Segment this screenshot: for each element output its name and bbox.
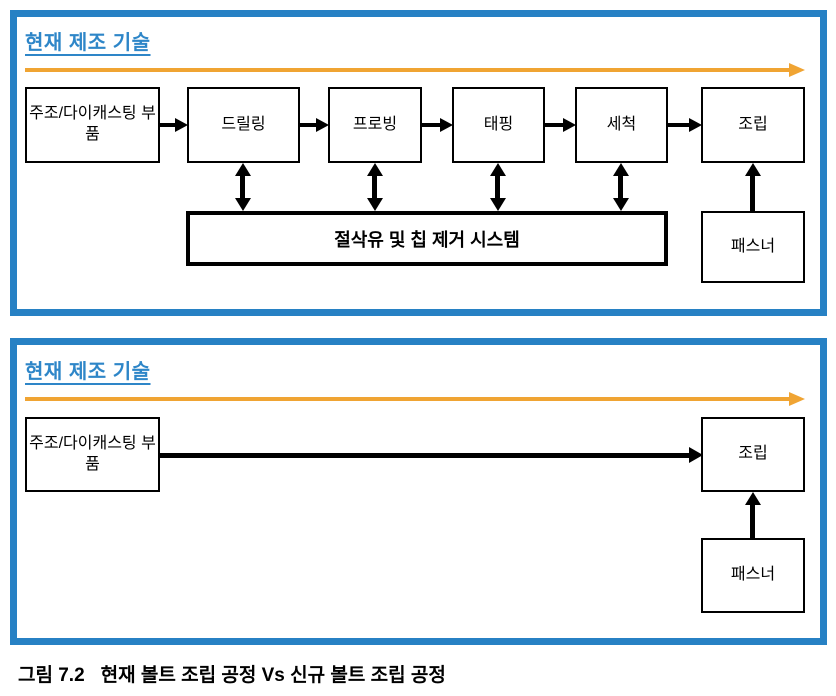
process-box-tapping: 태핑	[452, 87, 545, 163]
bidirectional-arrow-shaft	[240, 174, 245, 200]
current-process-panel: 현재 제조 기술 주조/다이캐스팅 부품 드릴링 프로빙 태핑 세척 조립	[10, 10, 827, 316]
process-box-probing: 프로빙	[328, 87, 422, 163]
new-process-panel: 현재 제조 기술 주조/다이캐스팅 부품 조립 패스너	[10, 338, 827, 645]
flow-arrow-shaft	[668, 123, 690, 127]
flow-arrow-shaft	[545, 123, 564, 127]
process-box-drilling: 드릴링	[187, 87, 300, 163]
flow-arrow-shaft	[160, 453, 689, 458]
flow-arrow-shaft	[422, 123, 441, 127]
panel-title: 현재 제조 기술	[25, 32, 151, 54]
bidirectional-arrow-down-head	[613, 198, 629, 211]
fastener-arrow-head	[745, 163, 761, 176]
bidirectional-arrow-shaft	[372, 174, 377, 200]
figure-caption-text: 현재 볼트 조립 공정 Vs 신규 볼트 조립 공정	[100, 665, 446, 686]
flow-arrow-head	[689, 118, 702, 132]
fastener-arrow-head	[745, 492, 761, 505]
timeline-arrow-shaft	[25, 397, 789, 401]
panel-title: 현재 제조 기술	[25, 361, 151, 383]
bidirectional-arrow-up-head	[490, 163, 506, 176]
bidirectional-arrow-down-head	[490, 198, 506, 211]
flow-arrow-head	[689, 447, 703, 463]
flow-arrow-shaft	[300, 123, 317, 127]
bidirectional-arrow-shaft	[495, 174, 500, 200]
timeline-arrow-head	[789, 392, 805, 406]
figure-caption-label: 그림 7.2	[18, 665, 85, 686]
process-box-casting: 주조/다이캐스팅 부품	[25, 87, 160, 163]
figure-caption: 그림 7.2 현재 볼트 조립 공정 Vs 신규 볼트 조립 공정	[18, 660, 446, 687]
bidirectional-arrow-down-head	[367, 198, 383, 211]
coolant-chip-system-box: 절삭유 및 칩 제거 시스템	[186, 211, 668, 266]
bidirectional-arrow-up-head	[367, 163, 383, 176]
process-box-washing: 세척	[575, 87, 668, 163]
process-box-assembly: 조립	[701, 417, 805, 492]
fastener-arrow-shaft	[750, 504, 755, 538]
flow-arrow-head	[563, 118, 576, 132]
timeline-arrow-shaft	[25, 68, 789, 72]
fastener-box: 패스너	[701, 211, 805, 283]
bidirectional-arrow-up-head	[235, 163, 251, 176]
flow-arrow-head	[316, 118, 329, 132]
process-box-assembly: 조립	[701, 87, 805, 163]
flow-arrow-shaft	[160, 123, 176, 127]
flow-arrow-head	[175, 118, 188, 132]
fastener-arrow-shaft	[750, 175, 755, 211]
bidirectional-arrow-up-head	[613, 163, 629, 176]
bidirectional-arrow-shaft	[618, 174, 623, 200]
process-box-casting: 주조/다이캐스팅 부품	[25, 417, 160, 492]
flow-arrow-head	[440, 118, 453, 132]
timeline-arrow-head	[789, 63, 805, 77]
fastener-box: 패스너	[701, 538, 805, 613]
bidirectional-arrow-down-head	[235, 198, 251, 211]
